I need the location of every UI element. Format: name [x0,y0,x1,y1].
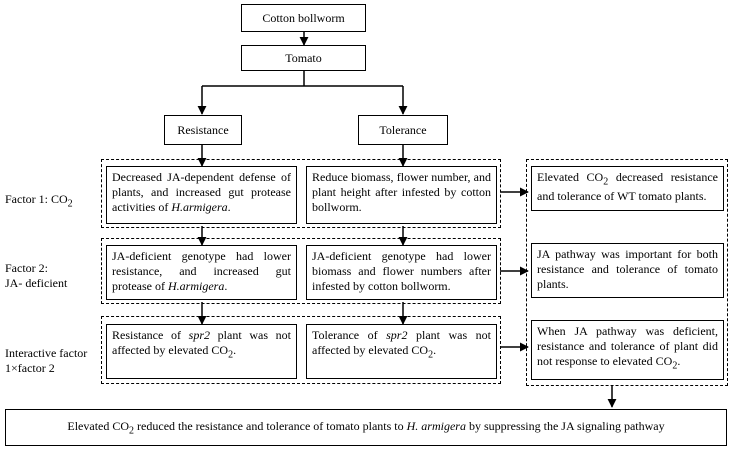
row-1-tolerance-box: Reduce biomass, flower number, and plant… [306,166,497,224]
cotton-bollworm-box: Cotton bollworm [241,4,366,32]
resistance-box: Resistance [164,115,242,145]
row-2-summary-box: JA pathway was important for both resist… [531,243,724,298]
row-2-tolerance-box: JA-deficient genotype had lower biomass … [306,245,497,300]
interactive-factor-label: Interactive factor 1×factor 2 [5,346,88,375]
factor-2-label: Factor 2: JA- deficient [5,261,68,290]
row-2-group [101,238,501,304]
row-2-resistance-box: JA-deficient genotype had lower resistan… [106,245,297,300]
summary-group [526,159,728,386]
tolerance-box: Tolerance [358,115,448,145]
tomato-box: Tomato [241,45,366,71]
row-1-summary-box: Elevated CO2 decreased resistance and to… [531,166,724,211]
factor-1-label: Factor 1: CO2 [5,192,73,210]
row-3-group [101,316,501,384]
row-1-resistance-box: Decreased JA-dependent defense of plants… [106,166,297,224]
row-3-resistance-box: Resistance of spr2 plant was not affecte… [106,324,297,379]
resistance-label: Resistance [177,122,229,137]
tomato-label: Tomato [285,50,322,65]
row-3-tolerance-box: Tolerance of spr2 plant was not affected… [306,324,497,379]
conclusion-box: Elevated CO2 reduced the resistance and … [5,409,727,446]
conclusion-text: Elevated CO2 reduced the resistance and … [67,418,665,437]
row-3-summary-box: When JA pathway was deficient, resistanc… [531,320,724,380]
cotton-bollworm-label: Cotton bollworm [262,10,345,25]
row-1-group [101,159,501,228]
tolerance-label: Tolerance [379,122,427,137]
